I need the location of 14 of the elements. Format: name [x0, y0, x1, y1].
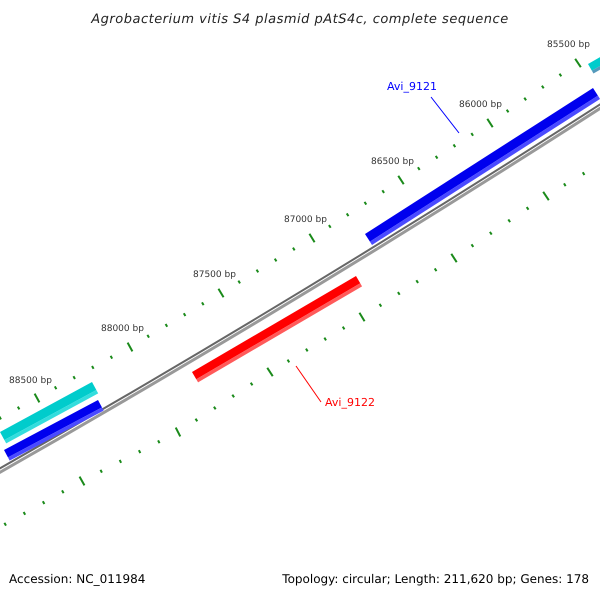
info-text: Topology: circular; Length: 211,620 bp; Genes: 178	[282, 573, 589, 585]
position-label: 86000 bp	[459, 101, 502, 110]
position-label: 86500 bp	[371, 158, 414, 167]
gene-label: Avi_9122	[325, 397, 375, 408]
leader-line	[296, 366, 322, 402]
position-label: 87000 bp	[284, 216, 327, 225]
title: Agrobacterium vitis S4 plasmid pAtS4c, complete sequence	[90, 11, 510, 29]
position-label: 87500 bp	[193, 271, 236, 280]
info-text: Accession: NC_011984	[9, 573, 146, 585]
gene-label: Avi_9121	[387, 81, 437, 92]
leader-line	[430, 96, 460, 134]
position-label: 85500 bp	[547, 41, 590, 50]
position-label: 88500 bp	[9, 377, 52, 386]
position-label: 88000 bp	[101, 325, 144, 334]
